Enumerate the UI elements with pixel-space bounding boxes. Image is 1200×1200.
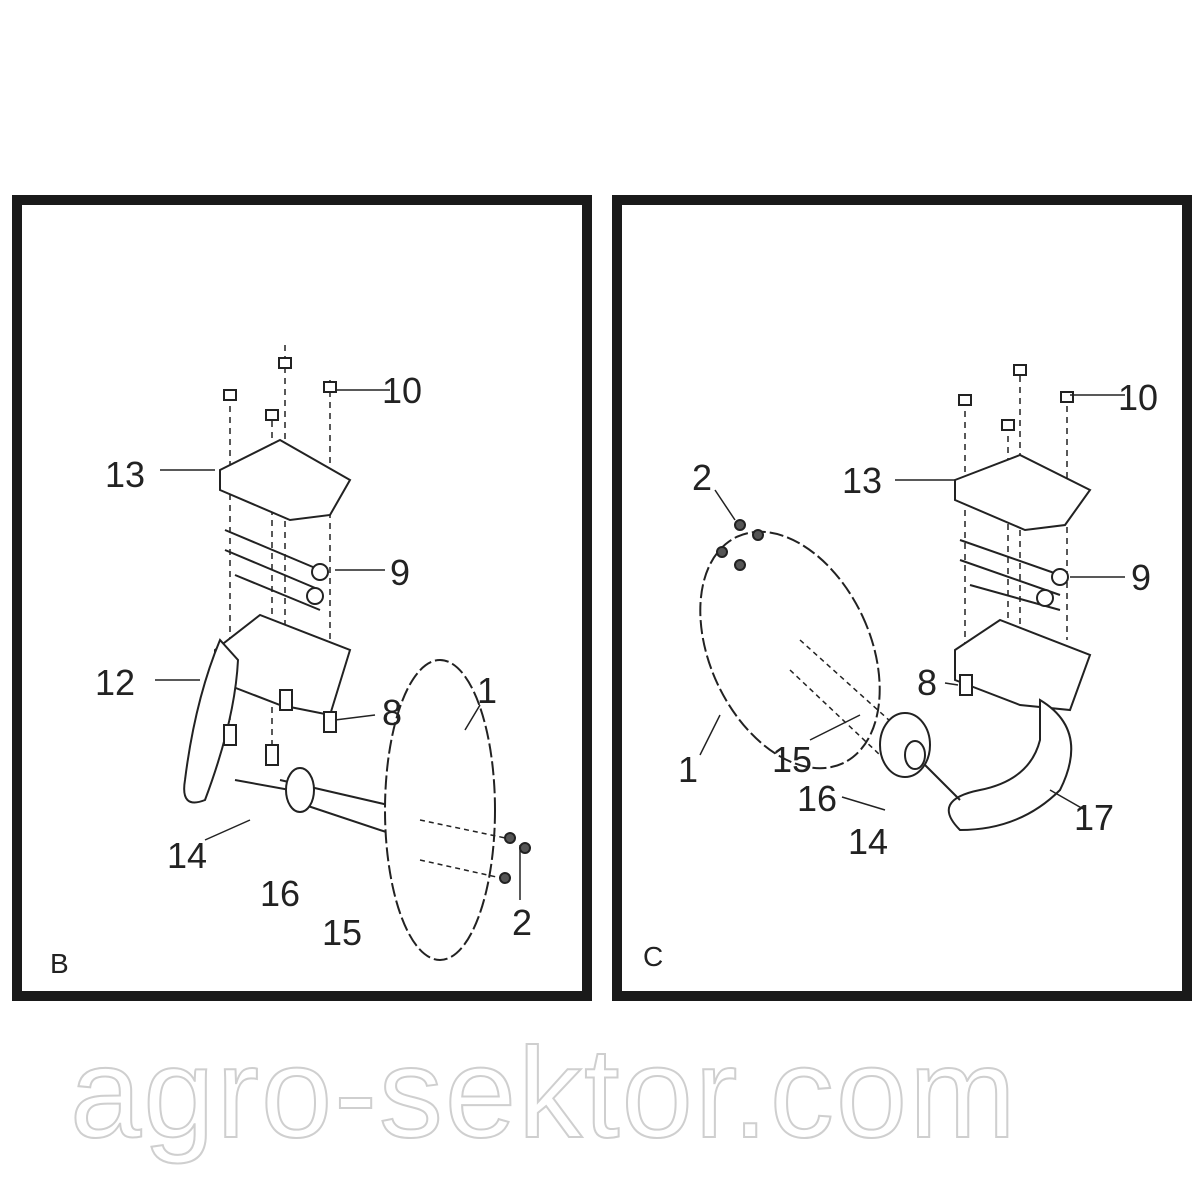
bolt-8 [959, 674, 973, 696]
callout-9: 9 [390, 552, 411, 593]
hub-guides [789, 639, 901, 756]
callout-12: 12 [95, 662, 136, 703]
spacer-9 [311, 563, 329, 581]
panel-c-drawing [699, 364, 1125, 832]
callout-9: 9 [1131, 557, 1152, 598]
panel-label-c: C [643, 941, 664, 972]
bracket-lower [954, 618, 1092, 712]
leader-lines [699, 394, 1125, 811]
watermark: agro-sektor.com [69, 1022, 1018, 1165]
disc-1 [699, 530, 881, 770]
leader-lines [155, 389, 521, 900]
callout-14: 14 [167, 835, 208, 876]
callout-10: 10 [1118, 377, 1159, 418]
callout-14: 14 [848, 821, 889, 862]
callout-13: 13 [105, 454, 146, 495]
arm-12 [183, 638, 240, 804]
panel-label-b: B [50, 948, 69, 979]
panel-b [12, 195, 592, 1001]
spacer-9 [306, 587, 324, 605]
bolt-10 [223, 357, 337, 421]
callout-17: 17 [1074, 797, 1115, 838]
bolt-2 [499, 832, 531, 884]
callout-8: 8 [917, 662, 938, 703]
callout-15: 15 [772, 739, 813, 780]
bearing-14 [904, 740, 926, 770]
bolt-10 [958, 364, 1074, 431]
axle [924, 764, 961, 801]
callout-10: 10 [382, 370, 423, 411]
spacer-9 [1051, 568, 1069, 586]
spacer-9 [1036, 589, 1054, 607]
hub-body [285, 767, 315, 813]
callout-8: 8 [382, 692, 403, 733]
disc-1 [384, 659, 496, 961]
hub-16 [234, 779, 411, 841]
arm-17 [947, 698, 1073, 832]
callout-13: 13 [842, 460, 883, 501]
bolt-2 [716, 519, 764, 571]
callout-2: 2 [512, 902, 533, 943]
callout-15: 15 [322, 912, 363, 953]
callout-1: 1 [678, 749, 699, 790]
spacer-9-lines [224, 529, 321, 611]
bolt-8 [223, 689, 337, 766]
bracket-13 [219, 438, 352, 522]
bolt-guides [419, 819, 516, 881]
callout-16: 16 [797, 778, 838, 819]
panel-b-drawing [155, 345, 531, 961]
bracket-13 [954, 453, 1092, 532]
callout-1: 1 [477, 670, 498, 711]
callout-16: 16 [260, 873, 301, 914]
callout-2: 2 [692, 457, 713, 498]
